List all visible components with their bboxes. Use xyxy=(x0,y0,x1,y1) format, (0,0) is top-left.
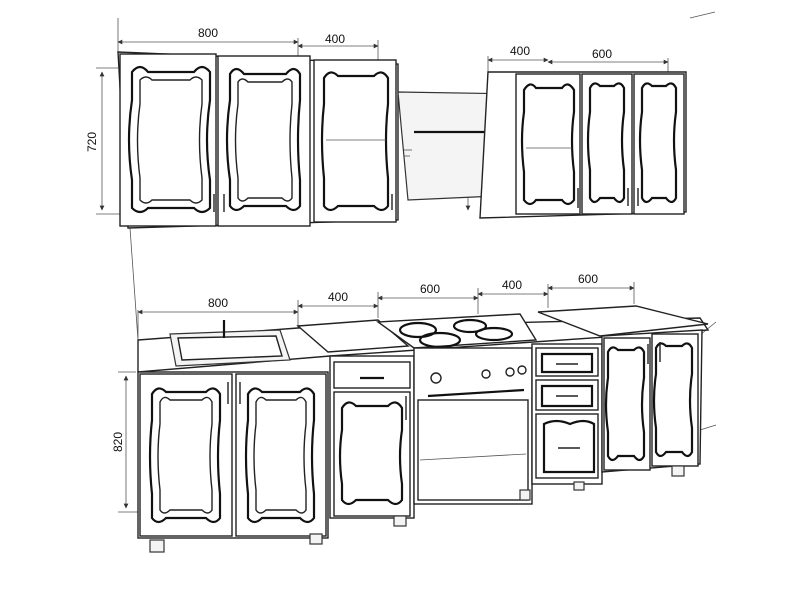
oven-handle xyxy=(427,388,525,398)
door-frame-arch xyxy=(127,65,212,214)
drawer-unit-400 xyxy=(531,343,603,491)
lower-dimensions: 800 400 600 400 600 820 xyxy=(111,272,635,513)
knob-1 xyxy=(430,372,442,384)
knob-2 xyxy=(481,369,491,379)
dim-lower-400-b: 400 xyxy=(502,278,522,292)
dim-lower-800: 800 xyxy=(208,296,228,310)
wall-outline xyxy=(117,11,717,431)
burner-1 xyxy=(398,321,438,339)
dim-lower-height-820: 820 xyxy=(111,432,125,452)
upper-cabinet-right xyxy=(479,71,687,219)
burner-3 xyxy=(418,331,462,349)
dim-lower-600-end: 600 xyxy=(578,272,598,286)
burner-2 xyxy=(452,318,488,334)
dim-upper-800: 800 xyxy=(198,26,218,40)
dim-upper-400-right: 400 xyxy=(510,44,530,58)
dim-lower-600-stove: 600 xyxy=(420,282,440,296)
drawer-cabinet-400 xyxy=(329,355,415,527)
dim-lower-400-a: 400 xyxy=(328,290,348,304)
dim-upper-height-720: 720 xyxy=(85,132,99,152)
sink-cabinet xyxy=(137,320,329,553)
knob-3 xyxy=(505,367,515,377)
end-cabinet-600 xyxy=(601,329,703,477)
gas-stove xyxy=(375,313,538,505)
dim-upper-600-right: 600 xyxy=(592,47,612,61)
dim-upper-400-mid: 400 xyxy=(325,32,345,46)
burner-4 xyxy=(474,326,514,342)
upper-cabinet-left xyxy=(117,51,399,229)
knob-4 xyxy=(517,365,527,375)
